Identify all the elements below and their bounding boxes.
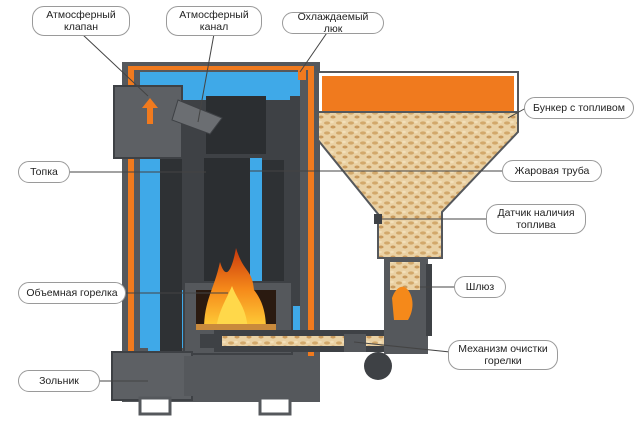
label-fire-tube: Жаровая труба bbox=[502, 160, 602, 182]
label-atm-channel: Атмосферный канал bbox=[166, 6, 262, 36]
boiler-body bbox=[113, 62, 320, 402]
label-burner: Объемная горелка bbox=[18, 282, 126, 304]
fuel-bunker bbox=[317, 71, 519, 259]
burner-area bbox=[183, 248, 293, 355]
feed-screw bbox=[214, 330, 410, 380]
label-atm-valve: Атмосферный клапан bbox=[32, 6, 130, 36]
label-fuel-bunker: Бункер с топливом bbox=[524, 97, 634, 119]
label-ash-box: Зольник bbox=[18, 370, 100, 392]
ash-box bbox=[111, 351, 320, 416]
label-cleaning: Механизм очистки горелки bbox=[448, 340, 558, 370]
sluice bbox=[384, 258, 432, 354]
label-fuel-sensor: Датчик наличия топлива bbox=[486, 204, 586, 234]
label-sluice: Шлюз bbox=[454, 276, 506, 298]
label-firebox: Топка bbox=[18, 161, 70, 183]
label-cooled-hatch: Охлаждаемый люк bbox=[282, 11, 384, 35]
